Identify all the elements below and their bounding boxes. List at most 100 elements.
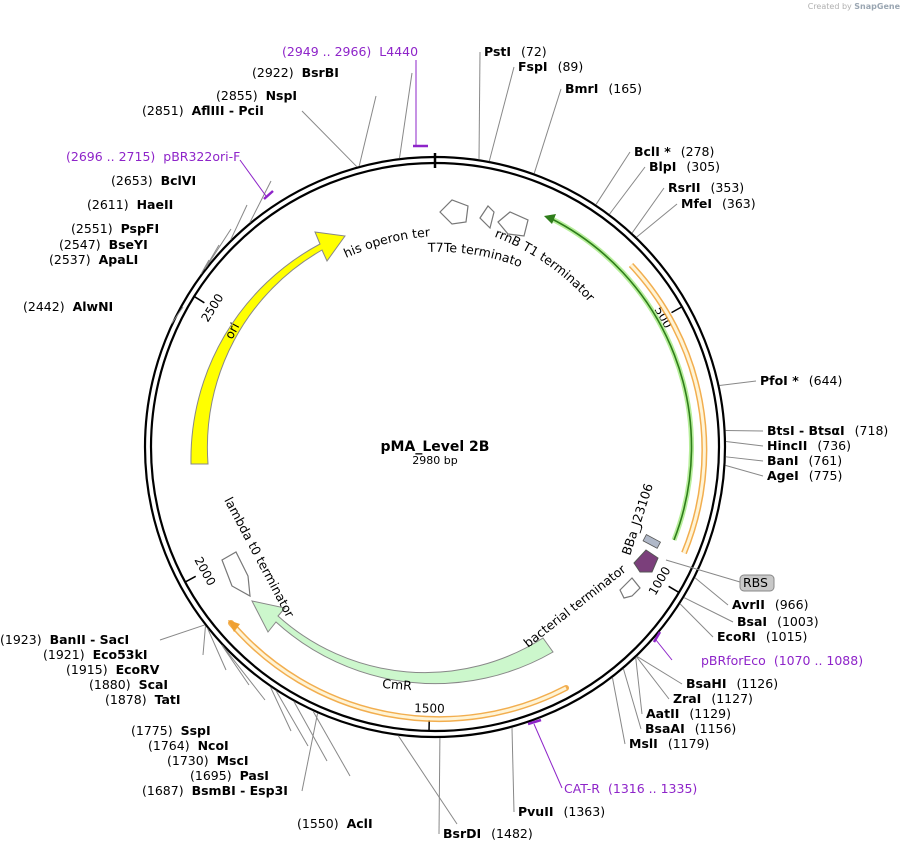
cmr-arrow[interactable]	[251, 600, 554, 685]
restriction-site-label[interactable]: (1730)MscI	[167, 753, 249, 768]
orange-band-bottom-core	[229, 622, 567, 721]
primer-label[interactable]: CAT-R(1316 .. 1335)	[564, 781, 697, 796]
restriction-site-label[interactable]: ZraI(1127)	[673, 691, 753, 706]
restriction-site-label[interactable]: (2922)BsrBI	[252, 65, 339, 80]
bba-promoter-label: BBa_J23106	[619, 481, 656, 557]
site-leader	[635, 657, 643, 715]
restriction-site-label[interactable]: (2537)ApaLI	[49, 252, 138, 267]
cmr-label: CmR	[382, 676, 413, 693]
green-feature-line	[548, 215, 694, 541]
lambda-terminator-arrow[interactable]	[221, 551, 251, 598]
site-leader	[611, 677, 626, 745]
site-leader	[312, 710, 351, 777]
site-leader	[511, 727, 515, 813]
bacterial-terminator-arrow[interactable]	[619, 577, 641, 599]
site-leader	[679, 603, 714, 638]
green-feature-head	[544, 214, 556, 224]
restriction-site-label[interactable]: BtsI - BtsαI(718)	[767, 423, 888, 438]
site-leader	[293, 701, 328, 762]
site-leader	[725, 440, 764, 447]
restriction-site-label[interactable]: BmrI(165)	[565, 81, 642, 96]
restriction-site-label[interactable]: AgeI(775)	[767, 468, 842, 483]
restriction-site-label[interactable]: AvrII(966)	[732, 597, 808, 612]
restriction-site-label[interactable]: (1550)AclI	[297, 816, 373, 831]
bba-promoter-arrow[interactable]	[633, 549, 659, 573]
restriction-site-label[interactable]: BclI *(278)	[634, 144, 714, 159]
restriction-site-label[interactable]: (1878)TatI	[105, 692, 181, 707]
site-leader	[631, 187, 665, 234]
site-leader	[622, 668, 642, 730]
restriction-site-label[interactable]: BanI(761)	[767, 453, 842, 468]
restriction-site-label[interactable]: (1695)PasI	[190, 768, 269, 783]
restriction-site-label[interactable]: FspI(89)	[518, 59, 583, 74]
rbs-leader	[665, 559, 741, 583]
primer-label[interactable]: (2949 .. 2966)L4440	[282, 44, 418, 59]
site-leader	[725, 429, 764, 432]
restriction-site-label[interactable]: (1880)ScaI	[89, 677, 168, 692]
restriction-site-label[interactable]: (2442)AlwNI	[23, 299, 113, 314]
site-leader	[725, 464, 764, 477]
restriction-site-label[interactable]: BsaI(1003)	[737, 614, 819, 629]
restriction-site-label[interactable]: PvuII(1363)	[518, 804, 605, 819]
primer-mark-cat-r	[527, 718, 542, 726]
restriction-site-label[interactable]: (1915)EcoRV	[66, 662, 160, 677]
restriction-site-label[interactable]: BsrDI(1482)	[443, 826, 533, 841]
restriction-site-label[interactable]: PstI(72)	[484, 44, 547, 59]
restriction-site-label[interactable]: (2547)BseYI	[59, 237, 148, 252]
primer-mark-pbrforeco	[652, 631, 662, 643]
his-terminator-arrow[interactable]	[439, 199, 469, 225]
restriction-site-label[interactable]: PfoI *(644)	[760, 373, 842, 388]
restriction-site-label[interactable]: (1775)SspI	[131, 723, 211, 738]
restriction-site-label[interactable]: MfeI(363)	[681, 196, 756, 211]
t7te-terminator-arrow[interactable]	[479, 205, 495, 230]
restriction-site-label[interactable]: (1687)BsmBI - Esp3I	[142, 783, 288, 798]
restriction-site-label[interactable]: BlpI(305)	[649, 159, 720, 174]
ori-label: ori	[221, 320, 242, 341]
restriction-site-label[interactable]: BsaAI(1156)	[645, 721, 736, 736]
ruler-tick	[668, 585, 680, 594]
site-leader	[205, 228, 232, 268]
site-leader	[249, 180, 272, 223]
primer-labels: (2949 .. 2966)L4440 (2696 .. 2715)pBR322o…	[66, 44, 863, 796]
restriction-site-label[interactable]: (2611)HaeII	[87, 197, 173, 212]
site-leader	[636, 203, 678, 238]
ruler-tick-label: 2000	[192, 555, 219, 589]
site-leader	[301, 713, 319, 792]
site-leader	[399, 72, 413, 159]
rrnb-terminator-arrow[interactable]	[497, 211, 529, 237]
restriction-site-labels: PstI(72)FspI(89) BmrI(165) BclI *(278)BlpI…	[0, 44, 888, 841]
restriction-site-label[interactable]: EcoRI(1015)	[717, 629, 807, 644]
credit-prefix: Created by	[807, 2, 852, 11]
ruler-tick-label: 1500	[414, 701, 445, 716]
site-leader	[200, 259, 210, 275]
restriction-site-label[interactable]: (1764)NcoI	[148, 738, 229, 753]
restriction-site-label[interactable]: (2551)PspFI	[71, 221, 159, 236]
site-leader	[438, 737, 441, 835]
restriction-site-label[interactable]: BsaHI(1126)	[686, 676, 778, 691]
site-leader	[595, 151, 631, 205]
restriction-site-label[interactable]: (1923)BanII - SacI	[0, 632, 129, 647]
restriction-site-label[interactable]: (2653)BclVI	[111, 173, 196, 188]
restriction-site-label[interactable]: HincII(736)	[767, 438, 851, 453]
site-leader	[636, 655, 683, 685]
site-leader	[159, 624, 205, 641]
orange-band-right-core	[629, 263, 706, 554]
restriction-site-label[interactable]: (2855)NspI	[216, 88, 297, 103]
restriction-site-label[interactable]: AatII(1129)	[646, 706, 731, 721]
restriction-site-label[interactable]: RsrII(353)	[668, 180, 744, 195]
site-leader	[358, 95, 377, 167]
ori-arrow[interactable]	[190, 231, 346, 465]
restriction-site-label[interactable]: MslI(1179)	[629, 736, 709, 751]
restriction-site-label[interactable]: (1921)Eco53kI	[43, 647, 147, 662]
site-leader	[397, 735, 458, 825]
rbs-badge[interactable]	[739, 574, 775, 592]
rrnb-terminator-label: rrnB T1 terminator	[486, 225, 606, 306]
restriction-site-label[interactable]: (2851)AflIII - PciI	[142, 103, 264, 118]
primer-label[interactable]: (2696 .. 2715)pBR322ori-F	[66, 149, 240, 164]
site-leader	[725, 456, 764, 462]
primer-leader	[239, 159, 267, 197]
primer-label[interactable]: pBRforEco(1070 .. 1088)	[701, 653, 863, 668]
site-leader	[170, 306, 184, 325]
